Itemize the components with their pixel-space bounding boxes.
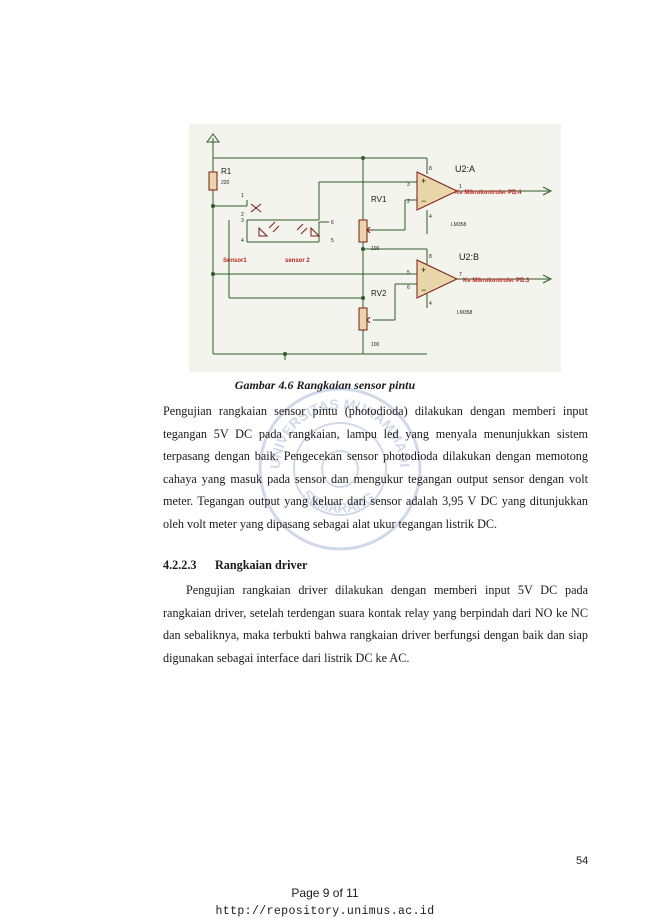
section-title: Rangkaian driver (215, 558, 308, 572)
svg-text:6: 6 (407, 285, 410, 291)
u2b-label: U2:B (459, 252, 479, 262)
page-number: 54 (576, 855, 589, 867)
svg-text:+: + (421, 176, 426, 186)
sensor1-label: Sensor1 (223, 258, 247, 264)
footer-url[interactable]: http://repository.unimus.ac.id (215, 905, 435, 918)
svg-text:3: 3 (241, 218, 244, 224)
svg-text:2: 2 (241, 212, 244, 218)
circuit-figure: + − + − R1 220 RV1 100 RV2 100 U2:A U2:B… (189, 124, 561, 372)
svg-text:3: 3 (407, 182, 410, 188)
output-a-label: Ke Mikrokontroler PD.4 (455, 190, 522, 196)
r1-label: R1 (221, 167, 232, 176)
rv1-label: RV1 (371, 195, 387, 204)
rv2-potentiometer (358, 307, 368, 331)
sensor2-photodiode (310, 226, 321, 237)
rv1-value: 100 (371, 246, 380, 252)
svg-text:7: 7 (459, 272, 462, 278)
u2b-part: LM358 (457, 310, 473, 316)
rv2-label: RV2 (371, 289, 387, 298)
svg-text:6: 6 (331, 220, 334, 226)
u2a-opamp (416, 171, 459, 211)
circuit-schematic: + − + − R1 220 RV1 100 RV2 100 U2:A U2:B… (206, 133, 553, 360)
output-b-label: Ke Mikrokontroler PD.3 (463, 278, 530, 284)
r1-value: 220 (221, 180, 230, 186)
u2a-part: LM358 (451, 222, 467, 228)
svg-text:+: + (421, 265, 426, 275)
svg-text:−: − (421, 285, 426, 295)
rv2-value: 100 (371, 342, 380, 348)
paragraph-sensor-test: Pengujian rangkaian sensor pintu (photod… (163, 404, 588, 531)
svg-text:−: − (421, 196, 426, 206)
svg-text:8: 8 (429, 254, 432, 260)
svg-text:5: 5 (407, 270, 410, 276)
svg-text:4: 4 (429, 214, 432, 220)
svg-text:1: 1 (459, 184, 462, 190)
u2b-opamp (416, 259, 459, 299)
paragraph-driver-test: Pengujian rangkaian driver dilakukan den… (163, 583, 588, 665)
section-number: 4.2.2.3 (163, 558, 197, 572)
sensor1-photodiode-top (250, 203, 262, 213)
svg-text:5: 5 (331, 238, 334, 244)
svg-text:2: 2 (407, 199, 410, 205)
svg-text:4: 4 (429, 301, 432, 307)
sensor1-led (258, 226, 269, 237)
rv1-potentiometer (358, 219, 368, 243)
sensor2-label: sensor 2 (285, 258, 310, 264)
r1-resistor (208, 171, 218, 191)
section-heading: 4.2.2.3 Rangkaian driver (163, 558, 307, 573)
figure-caption: Gambar 4.6 Rangkaian sensor pintu (234, 378, 416, 392)
footer-page-count: Page 9 of 11 (291, 886, 359, 900)
svg-text:4: 4 (241, 238, 244, 244)
svg-text:1: 1 (241, 193, 244, 199)
u2a-label: U2:A (455, 164, 475, 174)
university-seal-watermark: UNIVERSITAS MUHAMMADIYAH SEMARANG (256, 385, 422, 551)
svg-text:8: 8 (429, 166, 432, 172)
